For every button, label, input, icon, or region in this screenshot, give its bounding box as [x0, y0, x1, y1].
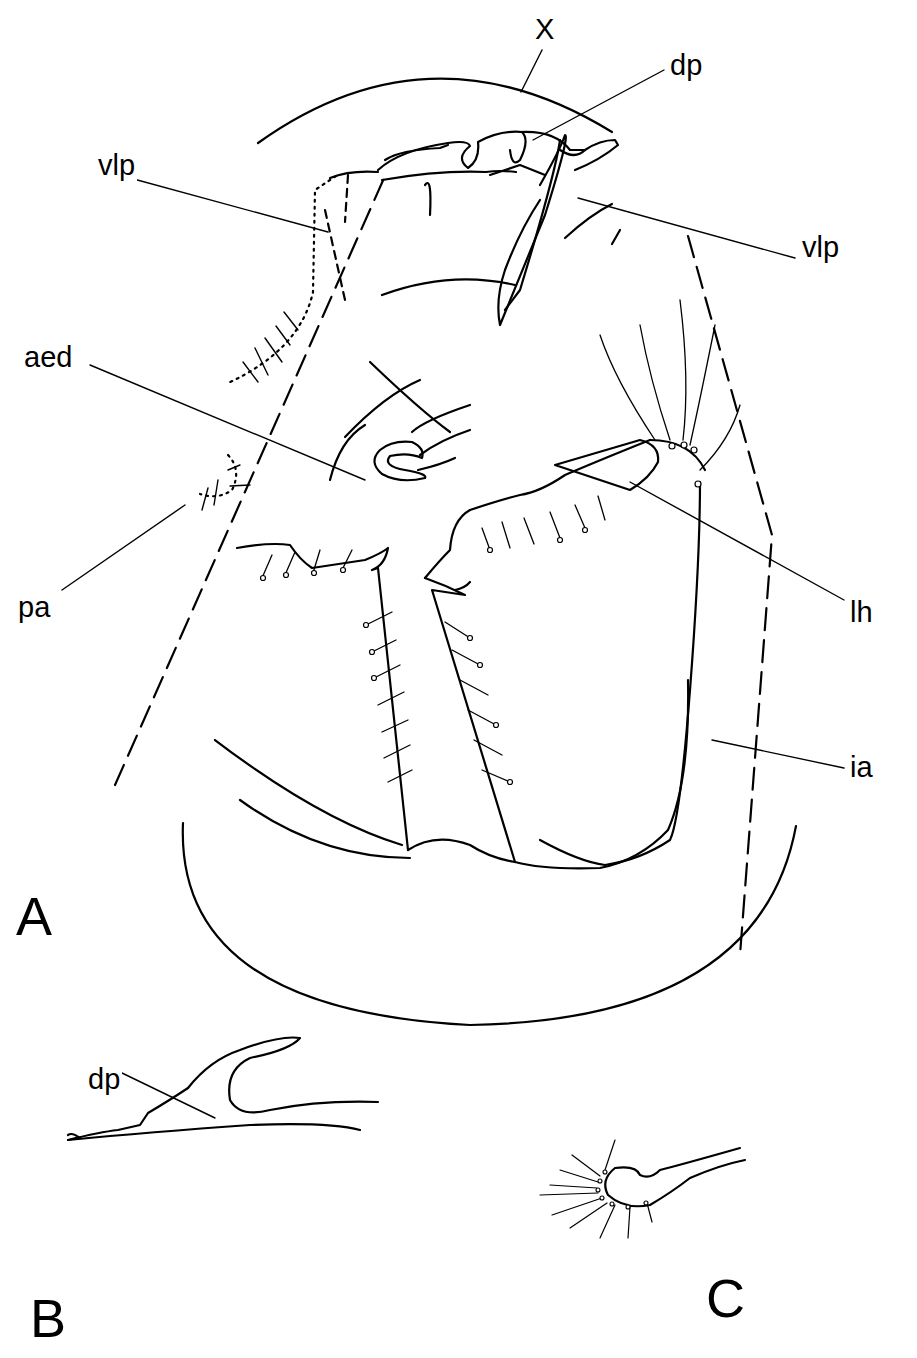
part-label: ia [848, 752, 875, 783]
part-label: vlp [96, 150, 137, 181]
panel-letter: B [28, 1290, 68, 1346]
part-label: dp [86, 1064, 122, 1095]
part-label: pa [16, 592, 52, 623]
part-label: vlp [800, 232, 841, 263]
part-label: aed [22, 342, 74, 373]
panel-letter: C [704, 1270, 747, 1326]
part-label: lh [848, 597, 875, 628]
part-label: X [533, 14, 556, 45]
part-label: dp [668, 50, 704, 81]
panel-letter: A [14, 888, 54, 944]
